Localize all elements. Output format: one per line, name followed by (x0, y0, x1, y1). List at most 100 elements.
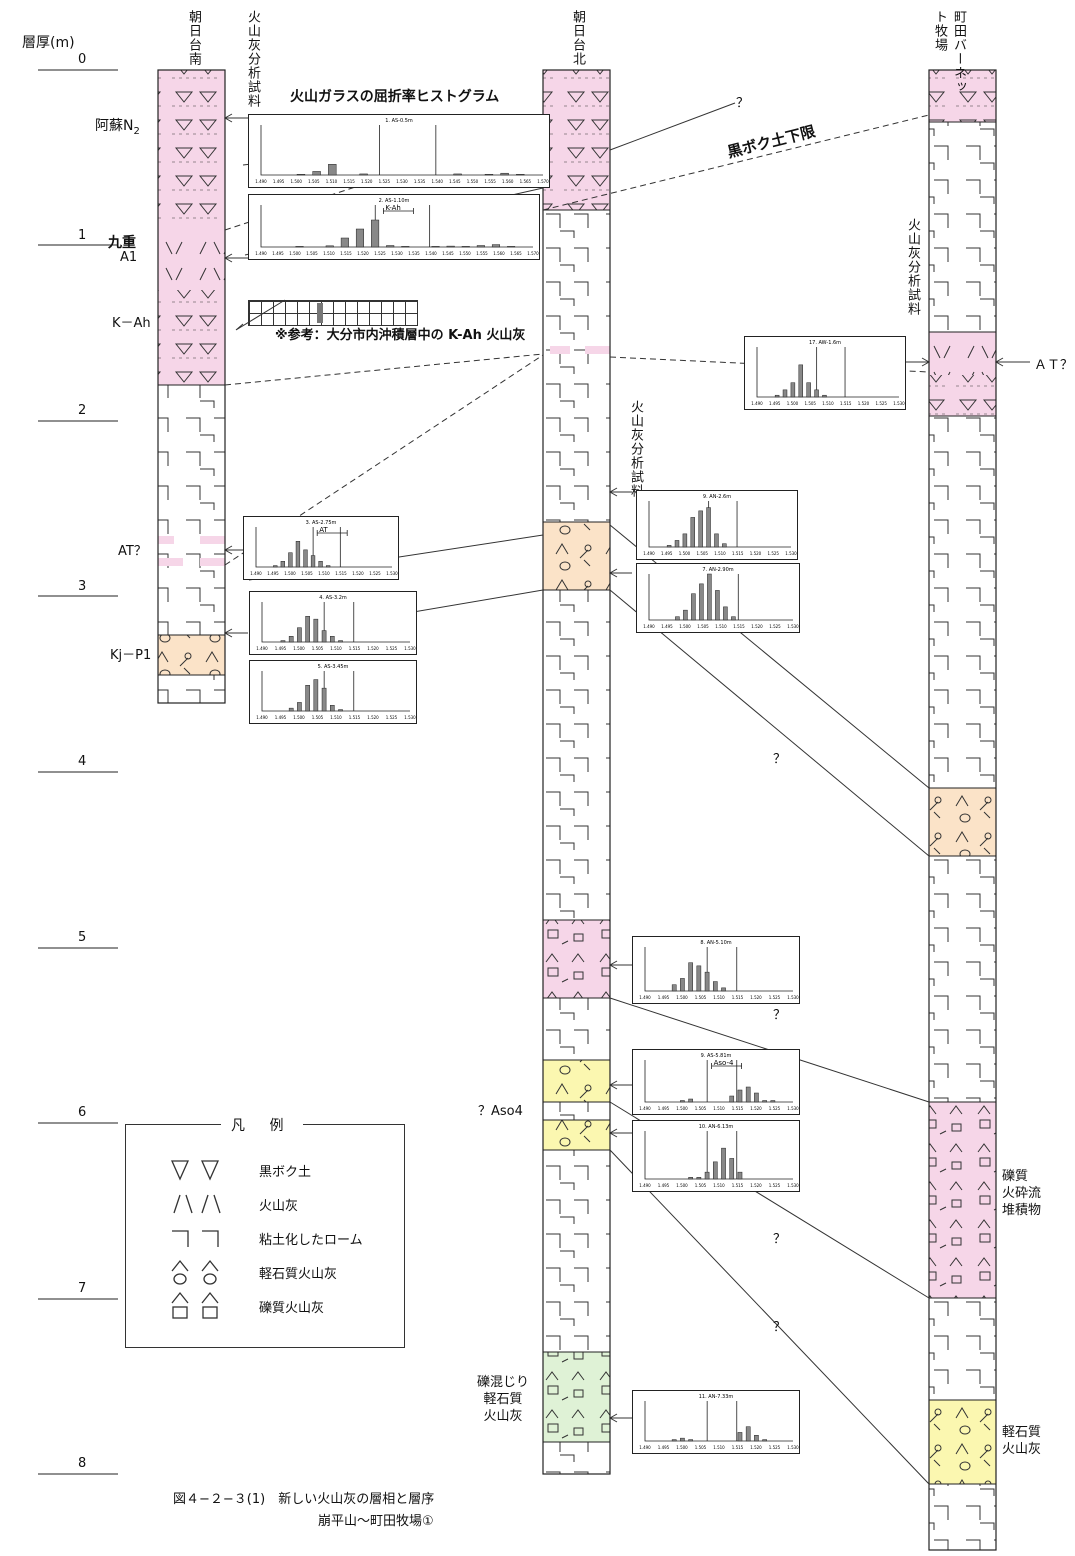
histogram-x-tick: 1.525 (769, 995, 781, 1000)
histogram-bar (313, 679, 319, 712)
histogram-bar (798, 364, 804, 398)
histogram-x-tick: 1.500 (676, 1106, 688, 1111)
histogram-x-tick: 1.500 (289, 251, 301, 256)
histogram-x-tick: 1.530 (787, 624, 799, 629)
histogram-x-tick: 1.545 (449, 179, 461, 184)
sample-label-north: 火山灰分析試料 (628, 400, 643, 498)
histogram-x-tick: 1.505 (312, 646, 324, 651)
histogram-bar (340, 237, 349, 248)
histogram-bar (706, 507, 711, 548)
histogram-x-tick: 1.505 (308, 179, 320, 184)
histogram-bar (329, 705, 335, 712)
histogram-bar (329, 636, 335, 643)
histogram-x-tick: 1.490 (643, 624, 655, 629)
histogram-x-tick: 1.510 (330, 715, 342, 720)
histogram-title: 11. AN-7.33m (699, 1394, 734, 1400)
histogram-x-tick: 1.535 (408, 251, 420, 256)
histogram-x-tick: 1.500 (787, 401, 799, 406)
histogram-x-tick: 1.525 (769, 1183, 781, 1188)
histogram-x-tick: 1.525 (369, 571, 381, 576)
histogram-x-tick: 1.505 (301, 571, 313, 576)
histogram-x-tick: 1.500 (676, 995, 688, 1000)
histogram-bar (516, 174, 525, 176)
histogram-x-tick: 1.525 (769, 1445, 781, 1450)
histogram-x-tick: 1.505 (306, 251, 318, 256)
legend: 凡 例 黒ボク土 火山灰 粘土化したローム 軽石質火山灰 礫質火山灰 (125, 1115, 405, 1348)
histogram-bar (696, 965, 702, 992)
histogram-title: 3. AS-2.75m (306, 520, 337, 526)
histogram-bar (355, 228, 365, 248)
histogram-x-tick: 1.505 (697, 624, 709, 629)
histogram-x-tick: 1.495 (658, 1106, 670, 1111)
histogram-x-tick: 1.525 (374, 251, 386, 256)
histogram-title: 17. AW-1.6m (809, 340, 841, 346)
histogram-x-tick: 1.565 (510, 251, 522, 256)
histogram-x-tick: 1.505 (805, 401, 817, 406)
histogram-x-tick: 1.505 (695, 1183, 707, 1188)
histogram-x-tick: 1.530 (404, 646, 416, 651)
depth-tick-label: 2 (78, 403, 87, 418)
histogram-x-tick: 1.510 (326, 179, 338, 184)
label-pumice-right: 軽石質 火山灰 (1002, 1425, 1042, 1457)
histogram-x-tick: 1.520 (357, 251, 369, 256)
histogram-x-tick: 1.515 (732, 551, 744, 556)
histogram-bar (754, 1092, 759, 1103)
histogram-x-tick: 1.530 (787, 1445, 799, 1450)
histogram-bar (491, 244, 501, 248)
histogram-bar (338, 709, 343, 712)
histogram-bar (782, 389, 788, 398)
histogram-bar (288, 552, 293, 568)
histogram-x-tick: 1.510 (713, 1445, 725, 1450)
histogram-x-tick: 1.520 (750, 551, 762, 556)
question-mark-4: ？ (773, 1232, 787, 1247)
histogram-x-tick: 1.495 (273, 179, 285, 184)
histogram-x-tick: 1.520 (751, 624, 763, 629)
histogram-bar (696, 1177, 702, 1180)
reference-note: ※参考：大分市内沖積層中の K-Ah 火山灰 (275, 328, 526, 343)
histogram-bar (500, 172, 509, 176)
histogram-title: 2. AS-1.10m (379, 198, 410, 204)
histogram-bar (297, 702, 302, 712)
histogram-bar (321, 630, 327, 643)
label-aso-n2: 阿蘇N2 (95, 118, 140, 137)
histogram-x-tick: 1.490 (639, 995, 651, 1000)
histogram-bar (737, 1432, 743, 1442)
histogram-x-tick: 1.505 (695, 1106, 707, 1111)
question-mark-3: ？ (773, 1008, 787, 1023)
histogram-bar (721, 987, 726, 992)
label-kuju: 九重 (108, 235, 136, 251)
histogram-bar (698, 510, 703, 548)
histogram-x-tick: 1.495 (267, 571, 279, 576)
histogram-x-tick: 1.490 (255, 179, 267, 184)
histogram-x-tick: 1.510 (715, 624, 727, 629)
histogram-x-tick: 1.540 (425, 251, 437, 256)
histogram-x-tick: 1.510 (822, 401, 834, 406)
histogram-x-tick: 1.490 (256, 646, 268, 651)
histogram-bar (699, 583, 704, 621)
histogram-bar (722, 543, 727, 548)
histogram-x-tick: 1.555 (476, 251, 488, 256)
histogram-x-tick: 1.530 (391, 251, 403, 256)
histogram-x-tick: 1.550 (467, 179, 479, 184)
histogram-bar (715, 590, 720, 621)
histogram-bar (770, 1100, 776, 1103)
histogram-x-tick: 1.505 (695, 1445, 707, 1450)
histogram-x-tick: 1.500 (679, 624, 691, 629)
histogram-x-tick: 1.495 (769, 401, 781, 406)
histogram-bar (671, 984, 677, 992)
histogram-x-tick: 1.490 (639, 1445, 651, 1450)
label-kjp1: Kj－P1 (110, 648, 152, 663)
ash-symbol-icon (173, 1194, 221, 1214)
histogram-x-tick: 1.505 (695, 995, 707, 1000)
histogram-x-tick: 1.500 (679, 551, 691, 556)
question-mark-5: ？ (773, 1320, 787, 1335)
histogram-x-tick: 1.515 (732, 1106, 744, 1111)
histogram-bar (461, 246, 470, 248)
histogram-bar (288, 636, 294, 643)
histogram-bar (774, 394, 780, 398)
